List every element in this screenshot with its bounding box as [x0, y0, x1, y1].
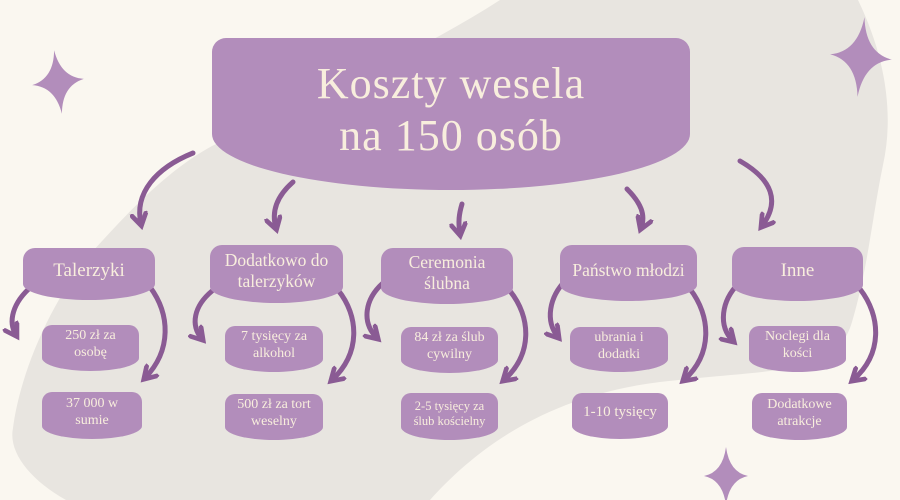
- category-box-inne: Inne: [732, 247, 863, 301]
- title-line-2: na 150 osób: [339, 111, 563, 160]
- category-box-dodatkowo: Dodatkowo do talerzyków: [210, 245, 343, 303]
- item-box-inne-2: Dodatkowe atrakcje: [752, 393, 847, 440]
- arrow-title-to-inne: [737, 158, 772, 226]
- arrow-title-to-panstwo: [624, 186, 643, 228]
- item-box-dodatkowo-1: 7 tysięcy za alkohol: [225, 326, 323, 372]
- arrow-title-to-talerzyki: [140, 150, 196, 224]
- item-box-panstwo-2: 1-10 tysięcy: [572, 393, 668, 439]
- sparkle-icon-top-right: [830, 17, 892, 97]
- category-box-talerzyki: Talerzyki: [23, 248, 155, 300]
- arrow-dodatkowo-to-item2: [332, 287, 357, 380]
- arrow-inne-to-item2: [853, 286, 879, 380]
- arrow-ceremonia-to-item2: [504, 288, 529, 380]
- arrow-title-to-ceremonia: [459, 201, 462, 234]
- arrow-ceremonia-to-item1: [367, 280, 386, 338]
- category-box-panstwo: Państwo młodzi: [560, 245, 697, 301]
- arrow-talerzyki-to-item2: [145, 284, 168, 378]
- item-box-panstwo-1: ubrania i dodatki: [570, 327, 668, 372]
- category-box-ceremonia: Ceremonia ślubna: [381, 248, 513, 304]
- sparkle-icon-bottom: [704, 447, 748, 500]
- arrow-dodatkowo-to-item1: [195, 288, 215, 339]
- item-box-talerzyki-2: 37 000 w sumie: [42, 392, 142, 439]
- title-line-1: Koszty wesela: [316, 59, 586, 109]
- arrow-panstwo-to-item2: [684, 286, 709, 380]
- item-box-inne-1: Noclegi dla kości: [749, 326, 846, 372]
- item-box-ceremonia-2: 2-5 tysięcy za ślub kościelny: [401, 393, 498, 440]
- arrow-inne-to-item1: [723, 280, 742, 341]
- sparkle-icon-top-left: [32, 50, 84, 114]
- item-box-talerzyki-1: 250 zł za osobę: [42, 325, 139, 371]
- item-box-dodatkowo-2: 500 zł za tort weselny: [225, 394, 323, 440]
- title-banner: Koszty wesela na 150 osób: [212, 38, 690, 190]
- arrow-talerzyki-to-item1: [12, 283, 35, 335]
- arrow-title-to-dodatkowo: [274, 179, 296, 228]
- item-box-ceremonia-1: 84 zł za ślub cywilny: [401, 327, 498, 373]
